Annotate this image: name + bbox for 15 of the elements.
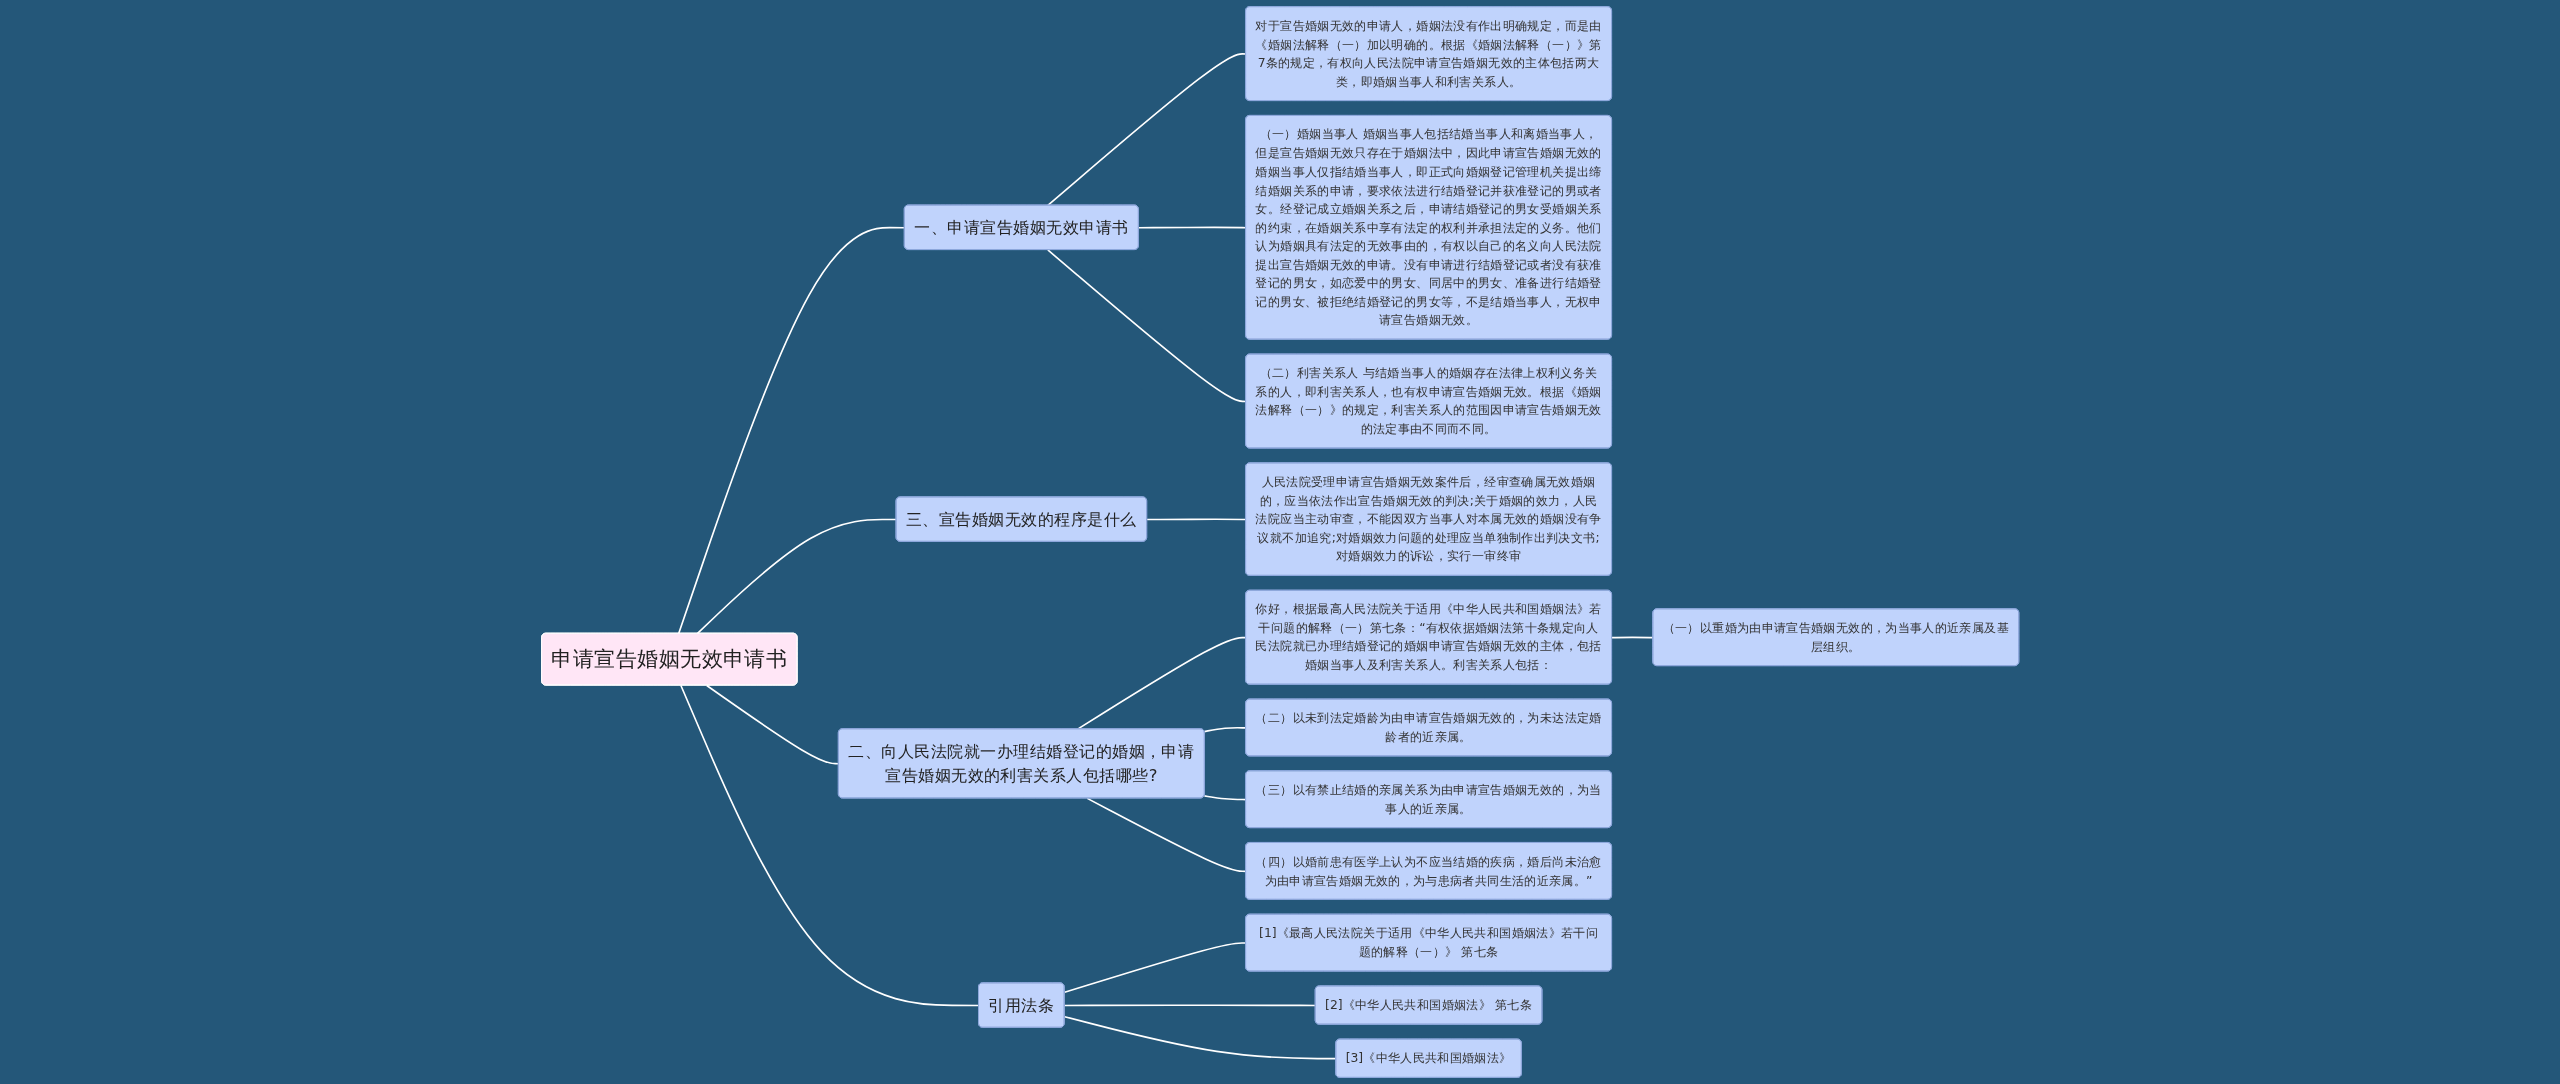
connector <box>677 226 906 635</box>
connector <box>1610 636 1654 639</box>
connector <box>705 684 840 765</box>
connector <box>1203 795 1247 801</box>
connector <box>1076 636 1247 730</box>
connector <box>1146 518 1247 521</box>
connector <box>1063 1015 1337 1060</box>
connector <box>679 684 980 1007</box>
connector <box>1063 1004 1317 1007</box>
connector <box>1046 53 1247 207</box>
connector <box>1137 226 1247 229</box>
connector <box>1086 797 1247 873</box>
connector <box>1063 942 1247 994</box>
connector <box>1046 249 1247 403</box>
connector <box>1203 726 1247 733</box>
